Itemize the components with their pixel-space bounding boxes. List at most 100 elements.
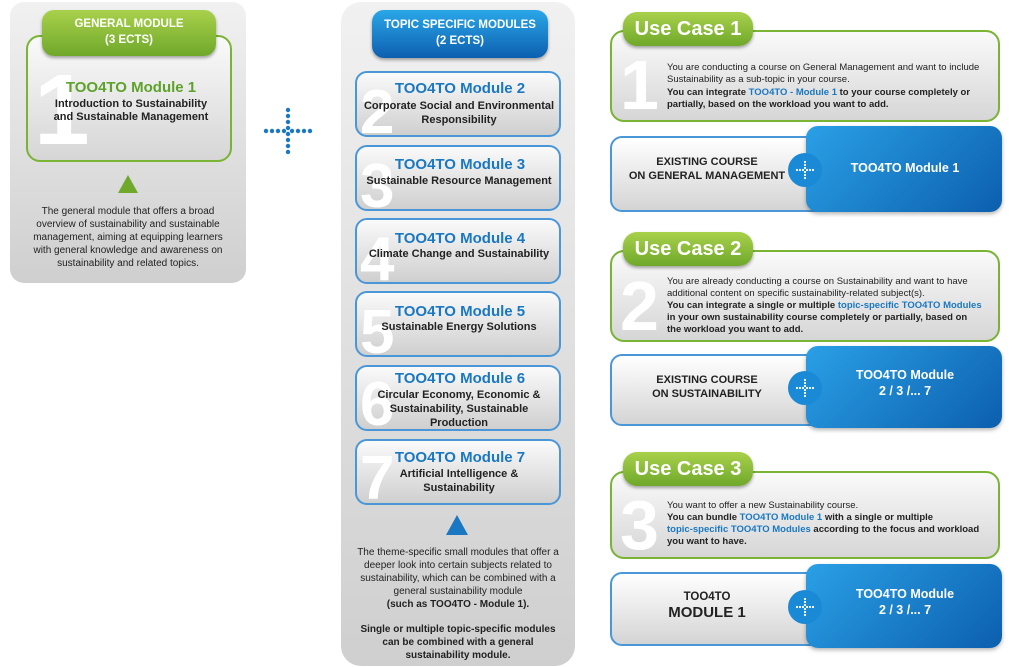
topic-module-4-title: TOO4TO Module 4 (394, 230, 526, 247)
topic-module-6-title: TOO4TO Module 6 (394, 370, 526, 387)
topic-desc-5: (such as TOO4TO - Module 1). (386, 599, 530, 610)
topic-module-7-sub-2: Sustainability (423, 482, 495, 494)
usecase-2-highlight: topic-specific TOO4TO Modules (837, 300, 982, 311)
usecase-3-existing-line2: MODULE 1 (668, 604, 746, 621)
usecase-2-plus-icon (788, 371, 822, 405)
usecase-3-label: Use Case 3 (623, 452, 753, 486)
usecase-1-existing-line1: EXISTING COURSE (656, 156, 758, 168)
usecase-3-bold-a: You can bundle (667, 512, 740, 523)
topic-module-6-sub-1: Circular Economy, Economic & (377, 389, 541, 401)
topic-module-6 (355, 365, 561, 431)
usecase-1-line1: You are conducting a course on General M… (667, 62, 980, 73)
usecase-2-module-line1: TOO4TO Module (855, 368, 955, 382)
topic-module-2 (355, 71, 561, 137)
usecase-2-line5: the workload you want to add. (667, 324, 804, 335)
general-module-sub-1: Introduction to Sustainability (54, 98, 208, 110)
topic-tag-line1: TOPIC SPECIFIC MODULES (384, 19, 536, 31)
topic-module-5-number: 5 (360, 298, 395, 367)
usecase-1-highlight: TOO4TO - Module 1 (748, 87, 837, 98)
usecase-3-module-line2: 2 / 3 /... 7 (878, 603, 932, 617)
usecase-1-bold-a: You can integrate (667, 87, 749, 98)
topic-desc-3: sustainability, which can be combined wi… (360, 573, 556, 584)
general-triangle-icon (118, 175, 138, 193)
usecase-2-module-line2: 2 / 3 /... 7 (878, 384, 932, 398)
usecase-3-line3: topic-specific TOO4TO Modules according … (667, 524, 997, 537)
topic-footer-1: Single or multiple topic-specific module… (360, 624, 556, 635)
topic-tag-line2: (2 ECTS) (436, 35, 484, 47)
topic-module-3-number: 3 (360, 152, 395, 221)
usecase-3-line4: you want to have. (667, 536, 747, 547)
usecase-2-line4: in your own sustainability course comple… (667, 312, 968, 323)
topic-module-5-title: TOO4TO Module 5 (394, 303, 526, 320)
general-desc-4: with general knowledge and awareness on (33, 245, 223, 256)
general-desc-5: sustainability and related topics. (57, 258, 199, 269)
general-module-tag: GENERAL MODULE (3 ECTS) (42, 10, 216, 56)
general-module-number: 1 (34, 54, 90, 166)
topic-footer-2: can be combined with a general (382, 637, 534, 648)
usecase-2-existing-line1: EXISTING COURSE (656, 374, 758, 386)
usecase-1-bold-b: to your course completely or (836, 87, 971, 98)
usecase-2-bold-a: You can integrate a single or multiple (667, 300, 838, 311)
topic-footer-3: sustainability module. (405, 650, 511, 661)
usecase-2-line1: You are already conducting a course on S… (667, 276, 968, 287)
usecase-3-module-box (806, 564, 1002, 648)
topic-module-5-sub-1: Sustainable Energy Solutions (381, 321, 537, 333)
usecase-1-plus-icon (788, 153, 822, 187)
topic-desc-2: deeper look into certain subjects relate… (364, 560, 552, 571)
usecase-3-number: 3 (620, 486, 659, 564)
usecase-2-number: 2 (620, 267, 659, 345)
topic-module-5 (355, 291, 561, 357)
usecase-2-existing-line2: ON SUSTAINABILITY (652, 388, 762, 400)
usecase-1-label: Use Case 1 (623, 12, 753, 46)
usecase-1-module-line1: TOO4TO Module 1 (850, 161, 960, 175)
topic-module-3 (355, 145, 561, 211)
usecase-3-module-line1: TOO4TO Module (855, 587, 955, 601)
usecase-3-bold-c: according to the focus and workload (810, 524, 980, 535)
general-module-box (26, 35, 232, 162)
usecase-1-line4: partially, based on the workload you wan… (667, 99, 889, 110)
usecase-3-highlight-b: topic-specific TOO4TO Modules (667, 524, 811, 535)
topic-module-7 (355, 439, 561, 505)
usecase-3-line1: You want to offer a new Sustainability c… (667, 500, 859, 511)
usecase-3-highlight-a: TOO4TO Module 1 (739, 512, 823, 523)
topic-module-2-title: TOO4TO Module 2 (394, 80, 526, 97)
topic-module-3-sub-1: Sustainable Resource Management (366, 175, 552, 187)
usecase-1-line3: You can integrate TOO4TO - Module 1 to y… (667, 87, 997, 100)
topic-module-7-sub-1: Artificial Intelligence & (399, 468, 519, 480)
usecase-2-line3: You can integrate a single or multiple t… (667, 300, 997, 313)
topic-module-2-sub-2: Responsibility (421, 114, 497, 126)
topic-desc-1: The theme-specific small modules that of… (357, 547, 559, 558)
topic-module-6-number: 6 (360, 370, 395, 439)
usecase-1-module-box (806, 126, 1002, 212)
topic-module-4-number: 4 (360, 225, 395, 294)
general-desc-3: management, aiming at equipping learners (33, 232, 223, 243)
general-tag-line1: GENERAL MODULE (74, 18, 184, 30)
topic-module-2-number: 2 (360, 78, 395, 147)
usecase-3-plus-icon (788, 590, 822, 624)
usecase-1-number: 1 (620, 46, 659, 124)
topic-triangle-icon (446, 515, 468, 535)
general-desc-2: overview of sustainability and sustainab… (36, 219, 220, 230)
general-tag-line2: (3 ECTS) (105, 34, 153, 46)
general-desc-1: The general module that offers a broad (41, 206, 215, 217)
topic-module-3-title: TOO4TO Module 3 (394, 156, 526, 173)
usecase-2-line2: additional content on specific sustainab… (667, 288, 925, 299)
usecase-1-existing-line2: ON GENERAL MANAGEMENT (628, 170, 786, 182)
topic-module-6-sub-2: Sustainability, Sustainable (389, 403, 529, 415)
usecase-1-line2: Sustainability as a sub-topic in your co… (667, 74, 850, 85)
general-module-sub-2: and Sustainable Management (53, 111, 209, 123)
plus-icon (263, 107, 313, 155)
topic-module-2-sub-1: Corporate Social and Environmental (363, 100, 555, 112)
usecase-3-bold-b: with a single or multiple (822, 512, 934, 523)
usecase-3-existing-line1: TOO4TO (683, 591, 731, 603)
topic-desc-4: general sustainability module (393, 586, 523, 597)
topic-module-7-number: 7 (360, 444, 395, 513)
topic-module-4-sub-1: Climate Change and Sustainability (368, 248, 550, 260)
usecase-3-line2: You can bundle TOO4TO Module 1 with a si… (667, 512, 997, 525)
topic-module-tag: TOPIC SPECIFIC MODULES (2 ECTS) (372, 10, 548, 58)
topic-module-6-sub-3: Production (429, 417, 489, 429)
topic-module-4 (355, 218, 561, 284)
general-module-title: TOO4TO Module 1 (65, 79, 197, 96)
usecase-2-module-box (806, 346, 1002, 428)
topic-module-7-title: TOO4TO Module 7 (394, 449, 526, 466)
